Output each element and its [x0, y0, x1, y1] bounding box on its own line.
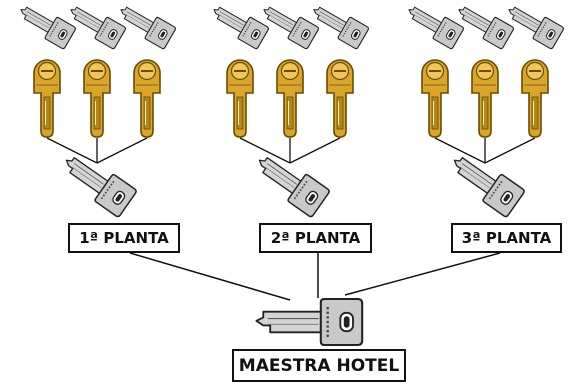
floor-label-1: 1ª PLANTA — [68, 223, 180, 253]
room-key-icon — [113, 0, 177, 51]
room-key-icon — [451, 0, 515, 51]
lock-cylinder-icon — [33, 59, 61, 138]
connector-line — [46, 137, 98, 164]
master-label: MAESTRA HOTEL — [232, 349, 406, 382]
hotel-master-key-icon — [255, 297, 364, 347]
lock-cylinder-icon — [226, 59, 254, 138]
connector-lines — [46, 137, 536, 301]
connector-line — [289, 137, 341, 164]
room-key-icon — [401, 0, 465, 51]
lock-cylinder-icon — [471, 59, 499, 138]
room-key-icon — [256, 0, 320, 51]
floor-label-3: 3ª PLANTA — [451, 223, 562, 253]
connector-line — [344, 252, 501, 296]
lock-cylinder-icon — [133, 59, 161, 138]
lock-cylinder-icon — [83, 59, 111, 138]
connector-line — [96, 137, 148, 164]
connector-line — [129, 252, 291, 301]
room-key-icon — [63, 0, 127, 51]
lock-cylinder-icon — [521, 59, 549, 138]
room-key-icon — [206, 0, 270, 51]
connector-line — [484, 137, 536, 164]
room-key-icon — [13, 0, 77, 51]
lock-cylinder-icon — [421, 59, 449, 138]
lock-cylinder-icon — [326, 59, 354, 138]
connector-line — [434, 137, 486, 164]
lock-cylinder-icon — [276, 59, 304, 138]
room-key-icon — [501, 0, 565, 51]
connector-line — [239, 137, 291, 164]
room-key-icon — [306, 0, 370, 51]
floor-label-2: 2ª PLANTA — [259, 223, 372, 253]
